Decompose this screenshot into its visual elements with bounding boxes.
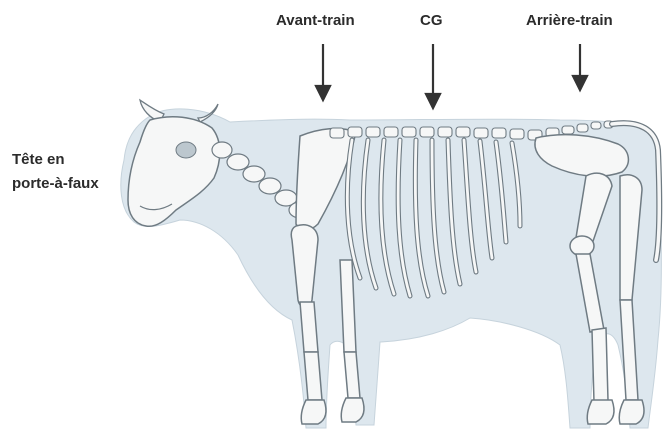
label-hindquarters: Arrière-train bbox=[526, 13, 613, 28]
arrow-down-icon bbox=[573, 44, 587, 90]
skull-eye-socket bbox=[176, 142, 196, 158]
label-head-line1: Tête en bbox=[12, 148, 99, 172]
label-forequarters: Avant-train bbox=[276, 13, 355, 28]
arrow-down-icon bbox=[316, 44, 330, 100]
label-head-line2: porte-à-faux bbox=[12, 172, 99, 196]
arrow-down-icon bbox=[426, 44, 440, 108]
label-head-cantilever: Tête en porte-à-faux bbox=[12, 148, 99, 196]
label-center-of-gravity: CG bbox=[420, 13, 443, 28]
